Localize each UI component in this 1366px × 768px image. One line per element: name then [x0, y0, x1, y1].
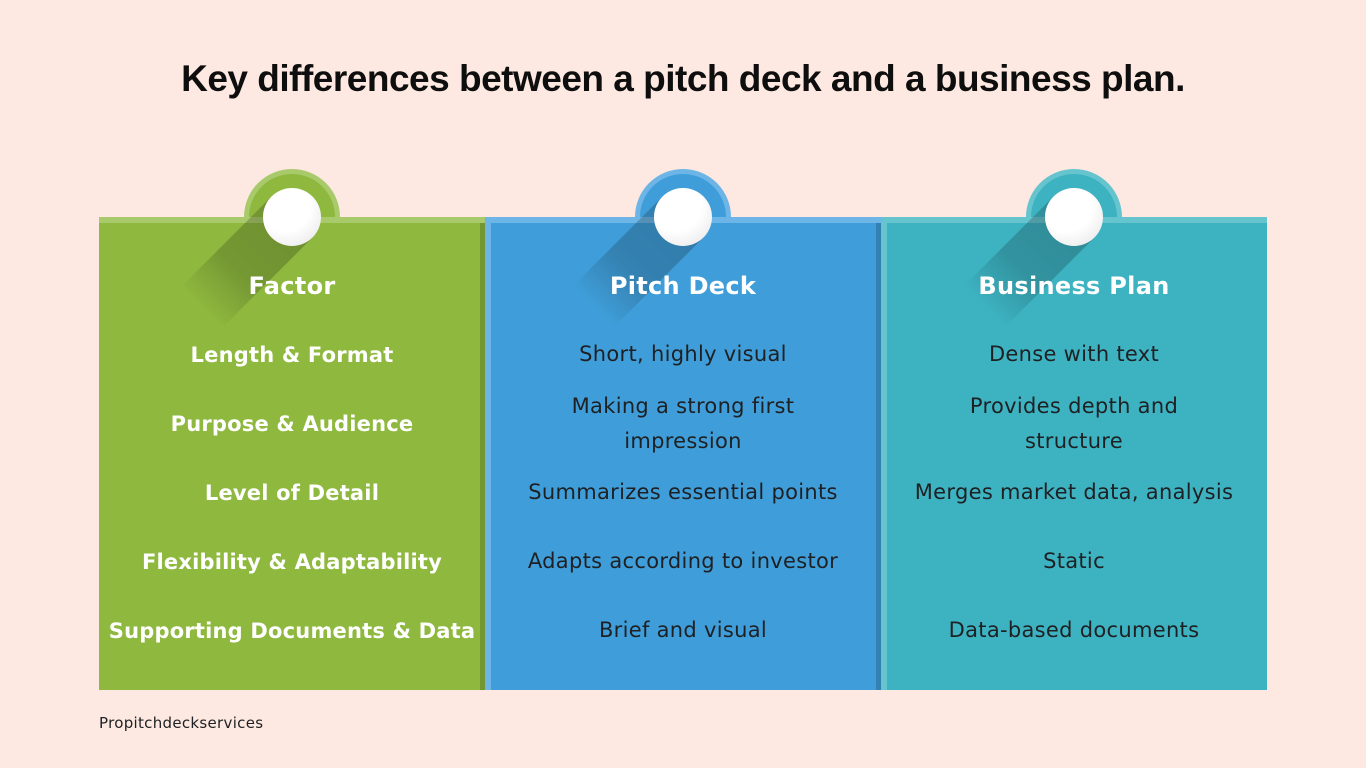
pin-circle-icon: [263, 188, 321, 246]
value-cell: Merges market data, analysis: [914, 480, 1234, 505]
factor-row: Level of Detail: [204, 480, 380, 505]
value-cell: Adapts according to investor: [527, 549, 839, 574]
pin-circle-icon: [654, 188, 712, 246]
pitch-deck-card: Pitch Deck Short, highly visual Making a…: [485, 217, 881, 690]
column-header-factor: Factor: [248, 271, 336, 300]
value-cell: Making a strong first impression: [571, 393, 795, 453]
column-header-pitch-deck: Pitch Deck: [609, 271, 757, 300]
factor-row: Supporting Documents & Data: [108, 618, 476, 643]
factor-card: Factor Length & Format Purpose & Audienc…: [99, 217, 485, 690]
value-cell: Brief and visual: [598, 618, 768, 643]
value-cell: Short, highly visual: [579, 342, 787, 367]
value-cell: Summarizes essential points: [528, 480, 838, 505]
column-business-plan: Business Plan Dense with text Provides d…: [881, 169, 1267, 690]
factor-row: Flexibility & Adaptability: [141, 549, 443, 574]
column-pitch-deck: Pitch Deck Short, highly visual Making a…: [485, 169, 881, 690]
factor-row: Length & Format: [190, 342, 394, 367]
pin-circle-icon: [1045, 188, 1103, 246]
column-header-business-plan: Business Plan: [978, 271, 1170, 300]
business-plan-card: Business Plan Dense with text Provides d…: [881, 217, 1267, 690]
value-cell: Data-based documents: [948, 618, 1200, 643]
value-cell: Static: [1043, 549, 1105, 574]
comparison-board: Factor Length & Format Purpose & Audienc…: [99, 169, 1267, 690]
column-factor: Factor Length & Format Purpose & Audienc…: [99, 169, 485, 690]
page-title: Key differences between a pitch deck and…: [181, 58, 1185, 99]
value-cell: Dense with text: [988, 342, 1160, 367]
footer-brand: Propitchdeckservices: [99, 714, 264, 732]
value-cell: Provides depth and structure: [969, 393, 1179, 453]
factor-row: Purpose & Audience: [170, 411, 414, 436]
